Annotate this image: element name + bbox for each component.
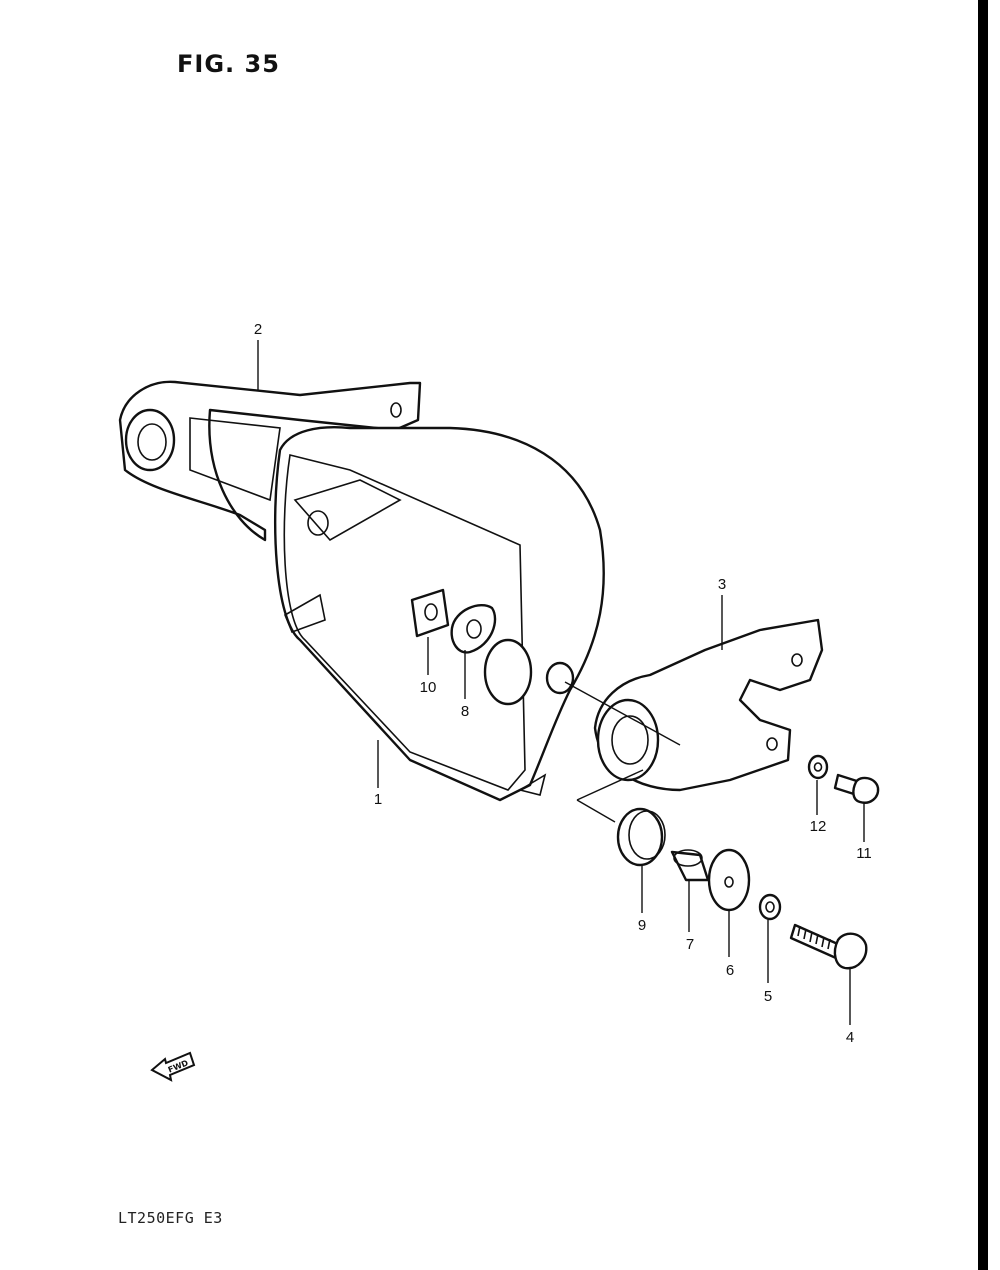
part-7-collar — [670, 849, 710, 882]
part-3-right-bracket — [593, 618, 824, 792]
part-6-washer — [707, 848, 751, 912]
callout-numbers: 2 1 3 10 8 9 7 6 5 4 12 11 — [254, 321, 872, 1046]
part-12-small-washer — [807, 754, 829, 780]
page-edge-bar — [978, 0, 988, 1270]
part-2-left-bracket — [118, 380, 422, 542]
callout-12: 12 — [810, 818, 827, 835]
callout-4: 4 — [846, 1029, 854, 1046]
part-8-plate — [450, 604, 497, 654]
part-4-bolt — [789, 923, 868, 970]
callout-3: 3 — [718, 576, 726, 593]
model-code: LT250EFG E3 — [118, 1209, 223, 1227]
callout-1: 1 — [374, 791, 382, 808]
callout-5: 5 — [764, 988, 772, 1005]
callout-11: 11 — [856, 845, 872, 862]
part-5-lock-washer — [758, 893, 782, 921]
part-11-small-bolt — [833, 773, 880, 804]
leader-lines — [257, 340, 865, 1025]
fwd-arrow-icon: FWD — [150, 1051, 196, 1082]
part-10-square-nut — [410, 588, 450, 638]
callout-7: 7 — [686, 936, 694, 953]
callout-10: 10 — [420, 679, 437, 696]
figure-title: FIG. 35 — [177, 50, 280, 78]
callout-9: 9 — [638, 917, 646, 934]
assembly-lines — [564, 681, 681, 823]
callout-6: 6 — [726, 962, 734, 979]
callout-2: 2 — [254, 321, 262, 338]
part-9-grommet — [616, 807, 666, 867]
callout-8: 8 — [461, 703, 469, 720]
